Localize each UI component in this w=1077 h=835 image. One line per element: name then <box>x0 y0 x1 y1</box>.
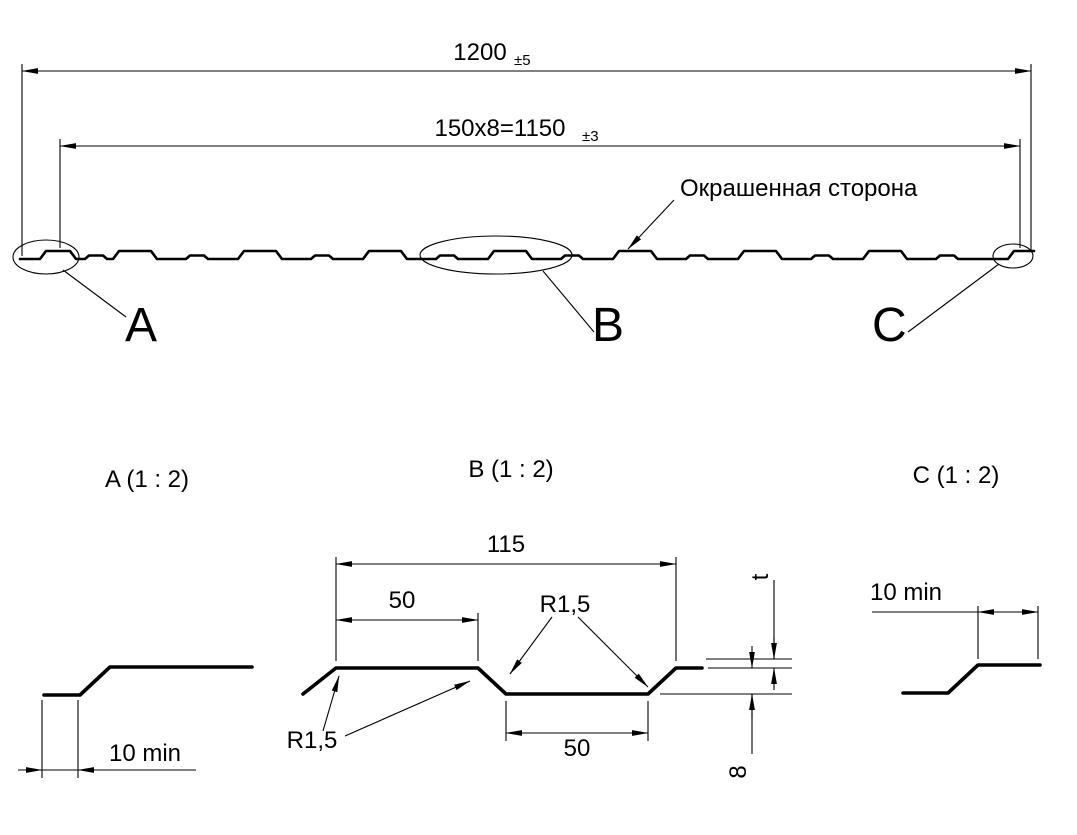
detail-a-dim-edge: 10 min <box>109 740 181 767</box>
detail-c-profile <box>901 663 1042 695</box>
callout-letter-c: C <box>872 299 907 352</box>
callout-circle-b <box>419 235 573 275</box>
detail-b-dim-thickness: t <box>747 573 774 580</box>
dim-overall-value: 1200 <box>453 39 506 66</box>
callout-letter-a: A <box>125 299 157 352</box>
detail-b-dim-bottom-flat: 50 <box>564 735 591 762</box>
radius-leader <box>344 680 471 737</box>
radius-leader <box>322 675 340 732</box>
callout-leader-c <box>907 263 1000 333</box>
callout-letter-b: B <box>592 299 624 352</box>
callout-circle-a <box>12 239 80 275</box>
painted-side-leader <box>627 199 675 250</box>
detail-b-dim-top-flat: 50 <box>389 587 416 614</box>
dim-pitch-tolerance: ±3 <box>582 128 599 145</box>
detail-a-profile <box>42 665 254 697</box>
detail-b-title: B (1 : 2) <box>468 456 553 483</box>
detail-a: A (1 : 2) 10 min <box>18 466 254 778</box>
detail-b: B (1 : 2) 115 50 R1,5 R1,5 50 8 <box>287 456 792 779</box>
radius-leader <box>577 616 649 688</box>
detail-c-title: C (1 : 2) <box>913 462 1000 489</box>
painted-side-label: Окрашенная сторона <box>680 175 918 202</box>
detail-a-title: A (1 : 2) <box>105 466 189 493</box>
dim-overall-tolerance: ±5 <box>514 52 531 69</box>
callout-leader-a <box>62 269 127 318</box>
dim-pitch-value: 150x8=1150 <box>434 115 565 142</box>
detail-c-dim-edge: 10 min <box>870 579 942 606</box>
detail-b-radius-bottom: R1,5 <box>287 727 338 754</box>
detail-b-dim-height: 8 <box>725 765 752 778</box>
detail-b-dim-total: 115 <box>487 531 525 558</box>
callout-leader-b <box>542 270 595 333</box>
sheet-profile <box>18 249 1036 261</box>
detail-b-profile <box>301 666 704 696</box>
radius-leader <box>509 616 553 675</box>
callout-circle-c <box>992 243 1034 269</box>
detail-c: C (1 : 2) 10 min <box>870 462 1042 695</box>
main-view: 1200 ±5 150x8=1150 ±3 Окрашенная сторона… <box>12 39 1036 352</box>
detail-b-radius-top: R1,5 <box>540 591 591 618</box>
